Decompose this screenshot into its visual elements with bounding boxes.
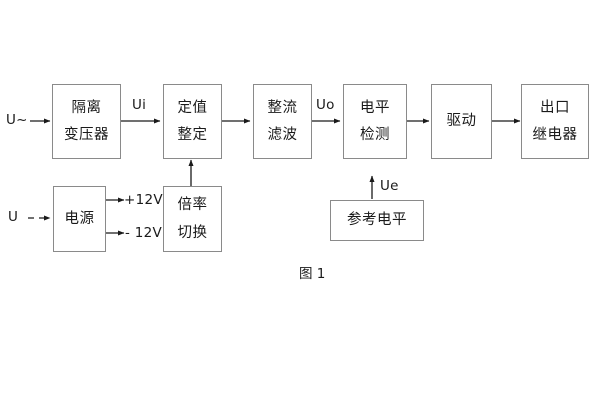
block-drive: 驱动 [431, 84, 492, 159]
signal-label-uo: Uo [316, 97, 335, 113]
block-output-relay: 出口 继电器 [521, 84, 589, 159]
block-level-detection: 电平 检测 [343, 84, 407, 159]
block-line: 倍率 [177, 197, 208, 213]
block-line: 整定 [177, 127, 208, 143]
block-line: 定值 [177, 99, 208, 116]
block-line: 参考电平 [347, 212, 407, 229]
block-line: 检测 [360, 127, 390, 143]
block-line: 隔离 [71, 99, 102, 116]
figure-caption: 图 1 [299, 266, 326, 282]
signal-label-ui: Ui [132, 97, 147, 113]
block-line: 变压器 [64, 127, 109, 143]
block-line: 继电器 [532, 127, 578, 143]
block-power-supply: 电源 [53, 186, 106, 252]
signal-label-ue: Ue [380, 178, 399, 194]
block-reference-level: 参考电平 [330, 200, 424, 241]
block-line: 整流 [267, 99, 298, 116]
signal-label-rail-negative: - 12V [125, 225, 163, 241]
block-line: 电源 [64, 210, 95, 227]
signal-label-dc-input: U [8, 209, 19, 225]
block-multiplier-switch: 倍率 切换 [163, 186, 222, 252]
block-line: 滤波 [267, 127, 298, 143]
block-line: 切换 [177, 224, 208, 241]
block-line: 出口 [540, 99, 570, 116]
block-isolation-transformer: 隔离 变压器 [52, 84, 121, 159]
block-rectify-filter: 整流 滤波 [253, 84, 312, 159]
signal-label-ac-input: U~ [6, 112, 28, 128]
block-line: 驱动 [446, 113, 477, 130]
block-setting-value: 定值 整定 [163, 84, 222, 159]
signal-label-rail-positive: +12V [124, 192, 163, 208]
block-line: 电平 [360, 99, 390, 116]
